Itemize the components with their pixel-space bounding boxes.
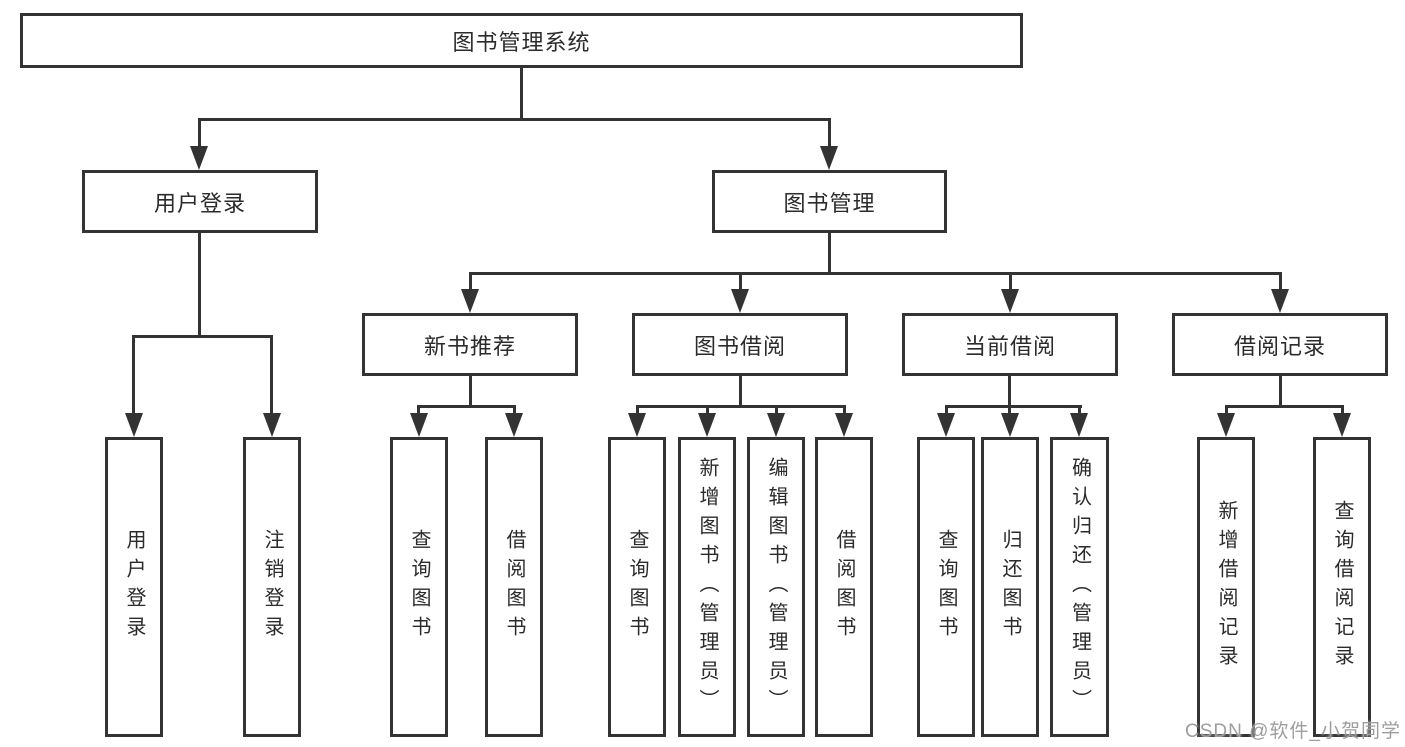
connector-stem (513, 405, 516, 417)
connector-branch (469, 272, 1281, 275)
node-logout: 注销登录 (243, 437, 301, 737)
connector-root-stem (520, 68, 523, 120)
node-label: 归还图书 (999, 529, 1021, 645)
connector-stem (132, 335, 135, 415)
node-label: 借阅图书 (503, 529, 525, 645)
node-book-borrowing: 图书借阅 (632, 313, 848, 376)
node-query-borrow-record: 查询借阅记录 (1313, 437, 1371, 737)
node-label: 确认归还（管理员） (1068, 456, 1091, 718)
arrowhead-down-icon (731, 289, 749, 313)
arrowhead-down-icon (1001, 413, 1019, 437)
node-return-books: 归还图书 (981, 437, 1039, 737)
connector-branch (636, 405, 846, 408)
arrowhead-down-icon (767, 413, 785, 437)
node-confirm-return-admin: 确认归还（管理员） (1050, 437, 1109, 737)
connector-stem (270, 335, 273, 415)
connector-stem (198, 233, 201, 335)
connector-stem (945, 405, 948, 417)
connector-stem (828, 233, 831, 274)
connector-stem (1279, 272, 1282, 292)
node-add-borrow-record: 新增借阅记录 (1197, 437, 1255, 737)
arrowhead-down-icon (1070, 413, 1088, 437)
node-label: 查询图书 (626, 529, 648, 645)
node-label: 查询图书 (408, 529, 430, 645)
arrowhead-down-icon (835, 413, 853, 437)
connector-stem (843, 405, 846, 417)
connector-stem (469, 376, 472, 408)
connector-stem (706, 405, 709, 417)
node-borrow-books-recommend: 借阅图书 (485, 437, 543, 737)
arrowhead-down-icon (698, 413, 716, 437)
connector-branch (945, 405, 1082, 408)
arrowhead-down-icon (937, 413, 955, 437)
arrowhead-down-icon (410, 413, 428, 437)
connector-stem (1008, 376, 1011, 408)
node-new-book-recommendation: 新书推荐 (362, 313, 578, 376)
arrowhead-down-icon (125, 413, 143, 437)
node-user-login: 用户登录 (82, 170, 318, 233)
arrowhead-down-icon (190, 146, 208, 170)
node-query-books-current: 查询图书 (917, 437, 975, 737)
node-label: 注销登录 (261, 529, 283, 645)
connector-stem (775, 405, 778, 417)
node-library-management-system: 图书管理系统 (20, 13, 1023, 68)
arrowhead-down-icon (1001, 289, 1019, 313)
connector-root-branch (198, 118, 831, 121)
connector-stem (1078, 405, 1081, 417)
connector-branch (132, 335, 273, 338)
arrowhead-down-icon (628, 413, 646, 437)
node-label: 新增借阅记录 (1215, 500, 1237, 674)
connector-stem (1279, 376, 1282, 408)
arrowhead-down-icon (1271, 289, 1289, 313)
connector-stem (417, 405, 420, 417)
node-label: 借阅图书 (833, 529, 855, 645)
node-label: 新增图书（管理员） (696, 456, 718, 718)
connector-stem (1009, 272, 1012, 292)
connector-stem (636, 405, 639, 417)
node-label: 用户登录 (123, 529, 145, 645)
connector-stem (739, 376, 742, 408)
arrowhead-down-icon (505, 413, 523, 437)
arrowhead-down-icon (820, 146, 838, 170)
connector-stem (828, 118, 831, 150)
connector-stem (1341, 405, 1344, 417)
node-label: 查询借阅记录 (1331, 500, 1353, 674)
node-borrowing-records: 借阅记录 (1172, 313, 1388, 376)
connector-branch (1225, 405, 1344, 408)
arrowhead-down-icon (263, 413, 281, 437)
connector-stem (1008, 405, 1011, 417)
arrowhead-down-icon (461, 289, 479, 313)
connector-branch (417, 405, 516, 408)
node-label: 查询图书 (935, 529, 957, 645)
arrowhead-down-icon (1333, 413, 1351, 437)
node-borrow-books: 借阅图书 (815, 437, 873, 737)
connector-stem (198, 118, 201, 150)
node-book-management: 图书管理 (712, 170, 947, 233)
node-label: 编辑图书（管理员） (765, 456, 787, 718)
node-user-login-leaf: 用户登录 (105, 437, 163, 737)
connector-stem (739, 272, 742, 292)
node-add-books-admin: 新增图书（管理员） (678, 437, 736, 737)
node-query-books-borrowing: 查询图书 (608, 437, 666, 737)
arrowhead-down-icon (1217, 413, 1235, 437)
node-edit-books-admin: 编辑图书（管理员） (747, 437, 805, 737)
connector-stem (1225, 405, 1228, 417)
connector-stem (469, 272, 472, 292)
node-query-books-recommend: 查询图书 (390, 437, 448, 737)
node-current-borrowing: 当前借阅 (902, 313, 1118, 376)
watermark: CSDN @软件_小贺同学 (1185, 721, 1401, 742)
